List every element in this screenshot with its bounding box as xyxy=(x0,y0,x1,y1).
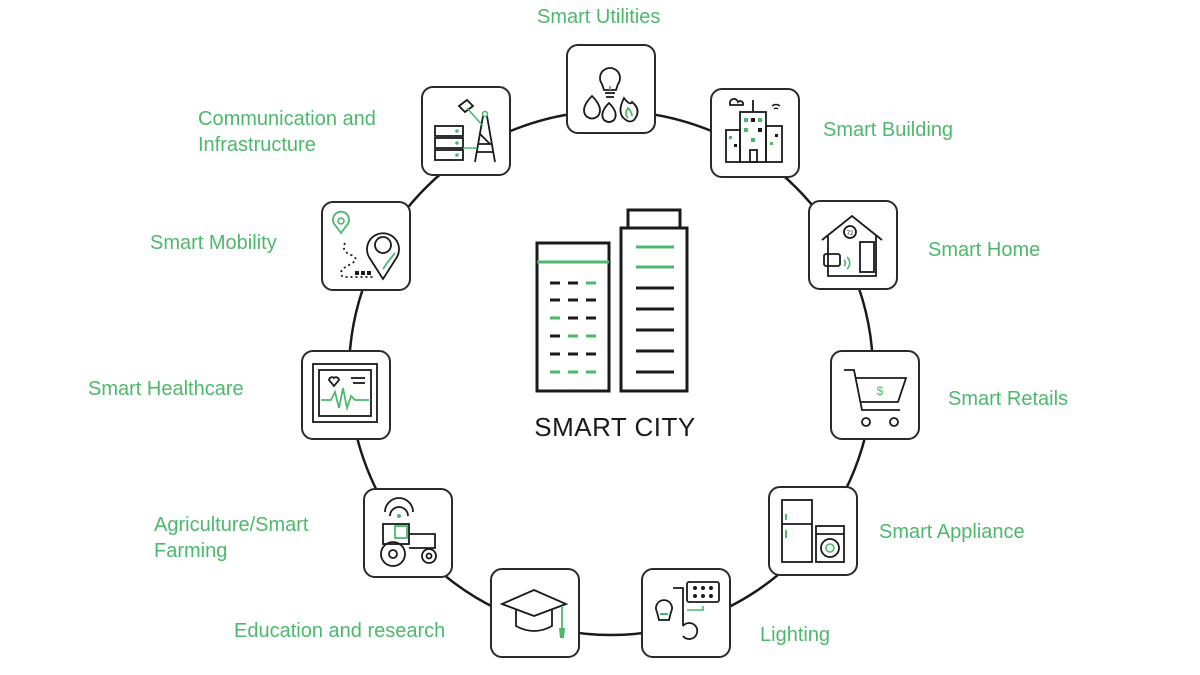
building-icon xyxy=(725,98,783,163)
appliance-icon xyxy=(781,499,845,563)
svg-text:72: 72 xyxy=(847,231,854,237)
label-smart-utilities: Smart Utilities xyxy=(537,6,661,28)
tile-education xyxy=(490,568,580,658)
label-lighting: Lighting xyxy=(760,624,831,646)
label-communication: Communication and Infrastructure xyxy=(198,108,376,156)
tractor-icon xyxy=(380,497,437,567)
center-title: SMART CITY xyxy=(534,412,696,442)
label-smart-healthcare: Smart Healthcare xyxy=(88,378,244,400)
label-smart-home: Smart Home xyxy=(928,239,1041,261)
tile-smart-healthcare xyxy=(301,350,391,440)
shopping-cart-icon: $ xyxy=(844,369,908,427)
label-education: Education and research xyxy=(234,620,446,642)
heart-monitor-icon xyxy=(312,363,378,423)
satellite-tower-icon xyxy=(434,98,496,163)
tile-smart-retails: $ xyxy=(830,350,920,440)
tile-smart-building xyxy=(710,88,800,178)
label-smart-building: Smart Building xyxy=(823,119,954,141)
label-agriculture: Agriculture/Smart Farming xyxy=(154,514,309,562)
home-icon: 72 xyxy=(821,214,883,277)
tile-lighting xyxy=(641,568,731,658)
tile-communication xyxy=(421,86,511,176)
building-windows xyxy=(550,245,674,374)
tile-smart-appliance xyxy=(768,486,858,576)
map-pin-icon xyxy=(332,210,400,281)
tile-smart-utilities xyxy=(566,44,656,134)
tile-smart-mobility xyxy=(321,201,411,291)
graduation-cap-icon xyxy=(499,589,569,638)
svg-text:$: $ xyxy=(877,384,884,398)
label-smart-appliance: Smart Appliance xyxy=(879,521,1025,543)
city-skyline-icon xyxy=(535,208,689,393)
label-smart-mobility: Smart Mobility xyxy=(150,232,277,254)
tile-agriculture xyxy=(363,488,453,578)
lighting-icon xyxy=(655,581,720,640)
tile-smart-home: 72 xyxy=(808,200,898,290)
utilities-icon xyxy=(583,67,639,123)
label-smart-retails: Smart Retails xyxy=(948,388,1069,410)
